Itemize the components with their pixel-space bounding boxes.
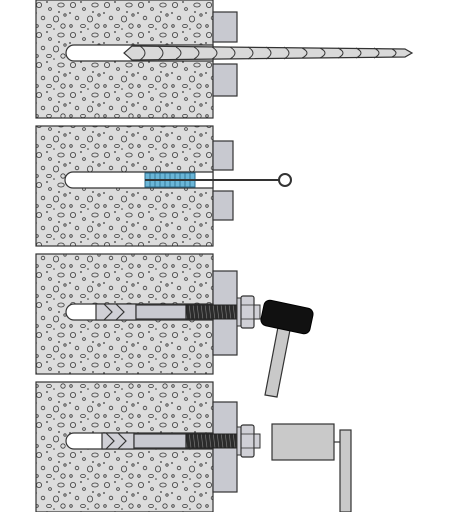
hammer-icon [260, 299, 314, 398]
drill-bit-icon [123, 45, 414, 61]
step-1-drill [35, 0, 414, 119]
cleaning-brush-icon [144, 172, 292, 188]
step-2-clean [35, 125, 292, 247]
fixture-plate-upper [212, 11, 238, 43]
hex-nut [240, 295, 255, 329]
fixture-plate-lower [212, 190, 234, 221]
step-3-set-anchor [35, 253, 314, 398]
wedge-anchor [95, 295, 261, 329]
fixture-plate-lower [212, 63, 238, 97]
wedge-anchor [101, 424, 261, 458]
hex-nut [240, 424, 255, 458]
torque-wrench-icon [271, 423, 352, 512]
fixture-plate-upper [212, 140, 234, 171]
step-4-tighten [35, 381, 352, 512]
